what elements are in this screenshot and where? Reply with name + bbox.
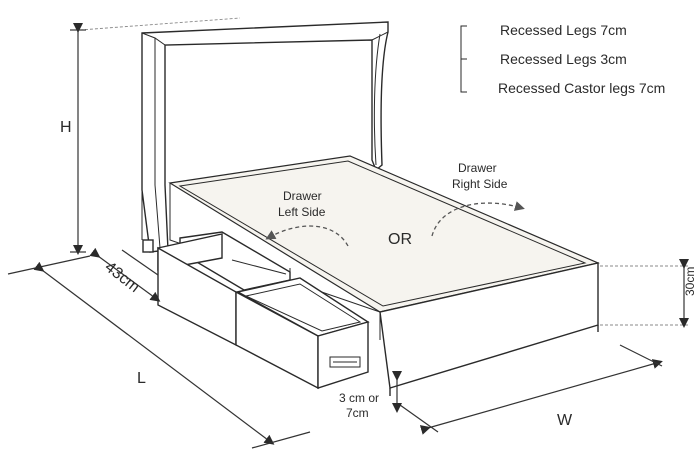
- legend: Recessed Legs 7cm Recessed Legs 3cm Rece…: [460, 22, 665, 96]
- dimension-leg-gap: 3 cm or 7cm: [339, 371, 402, 420]
- headboard-top-left-edge: [141, 32, 166, 46]
- drawer-left-arrow: [265, 225, 349, 247]
- depth-label: 43cm: [101, 259, 142, 296]
- mattress-top-inner-edge: [178, 160, 587, 307]
- length-guide-back: [7, 255, 91, 275]
- bed-base: [168, 155, 600, 396]
- drawer-right-label-line1: Drawer: [458, 161, 497, 175]
- width-guide-left: [399, 404, 439, 433]
- length-label: L: [137, 370, 146, 387]
- headboard-foot: [142, 239, 154, 253]
- or-label: OR: [388, 231, 412, 248]
- drawer-right-arrow: [431, 201, 525, 237]
- dimension-base-height: 30cm: [600, 259, 697, 328]
- legend-item-recessed-legs-3cm: Recessed Legs 3cm: [500, 51, 627, 67]
- height-label: H: [60, 119, 72, 136]
- drawer-front-interior: [244, 283, 362, 332]
- dimension-drawer-depth: 43cm: [89, 247, 161, 302]
- width-arrow: [419, 359, 663, 435]
- width-guide-right: [619, 344, 663, 367]
- width-label: W: [557, 412, 573, 429]
- headboard-wing-left-inner: [154, 38, 161, 249]
- dimension-width: W: [399, 344, 663, 435]
- drawer-front: [235, 277, 370, 390]
- height-guide-top: [79, 17, 241, 31]
- drawer-right-label-line2: Right Side: [452, 177, 508, 191]
- length-guide-front: [251, 431, 311, 449]
- legend-item-recessed-castor-legs-7cm: Recessed Castor legs 7cm: [498, 80, 665, 96]
- leg-gap-label-line2: 7cm: [346, 406, 369, 420]
- length-arrow: [33, 261, 275, 445]
- leg-gap-label-line1: 3 cm or: [339, 391, 379, 405]
- base-height-label: 30cm: [683, 267, 697, 296]
- headboard: [141, 21, 389, 253]
- drawer-left-label-line2: Left Side: [278, 205, 326, 219]
- drawer-left-label-line1: Drawer: [283, 189, 322, 203]
- legend-item-recessed-legs-7cm: Recessed Legs 7cm: [500, 22, 627, 38]
- drawer-front-side: [317, 321, 369, 389]
- dimension-length: L: [7, 255, 311, 449]
- headboard-frame: [141, 21, 389, 253]
- drawer-handle: [329, 356, 361, 368]
- headboard-wing-right-inner: [373, 33, 381, 166]
- dimension-height: H: [60, 17, 241, 255]
